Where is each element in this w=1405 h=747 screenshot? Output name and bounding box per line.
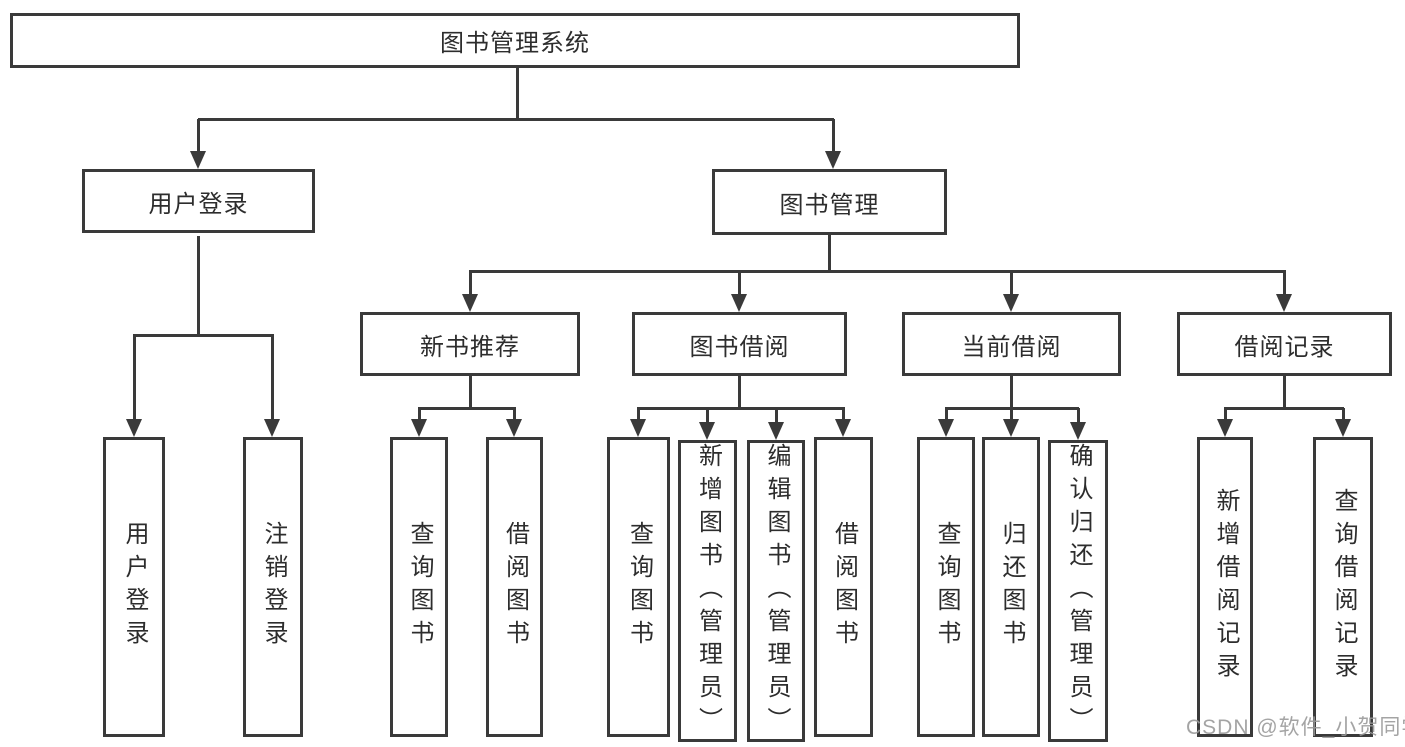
arrow-down-icon [126,419,142,437]
arrow-down-icon [835,419,851,437]
node-label: 注销登录 [260,521,287,653]
arrow-down-icon [938,419,954,437]
leaf-borrow-books-2: 借阅图书 [814,437,873,737]
connector-line [133,333,274,337]
node-label: 图书管理系统 [440,30,590,57]
node-label: 用户登录 [121,521,148,653]
arrow-down-icon [190,151,206,169]
leaf-query-books-2: 查询图书 [607,437,670,737]
connector-line [1223,408,1227,419]
node-user-login: 用户登录 [82,169,315,233]
arrow-down-icon [630,419,646,437]
connector-line [270,335,274,419]
node-label: 用户登录 [148,190,249,218]
node-label: 查询图书 [625,521,653,653]
node-label: 新增图书（管理员） [694,442,722,740]
node-label: 查询图书 [406,521,433,653]
connector-line [774,408,778,422]
leaf-add-borrow-record: 新增借阅记录 [1197,437,1253,737]
node-label: 图书管理 [779,191,880,219]
leaf-user-login: 用户登录 [103,437,165,737]
connector-line [1224,406,1344,410]
connector-line [418,406,516,410]
connector-line [637,406,845,410]
node-label: 确认归还（管理员） [1065,442,1092,740]
arrow-down-icon [825,151,841,169]
connector-line [831,119,835,151]
arrow-down-icon [462,294,478,312]
connector-line [198,117,834,121]
connector-line [196,119,200,151]
leaf-query-books-3: 查询图书 [917,437,975,737]
connector-line [469,269,1286,273]
connector-line [468,271,472,294]
connector-line [737,271,741,294]
arrow-down-icon [506,419,522,437]
node-current-borrow: 当前借阅 [902,312,1121,376]
node-label: 归还图书 [998,521,1025,653]
connector-line [1009,408,1013,419]
arrow-down-icon [731,294,747,312]
connector-line [1009,376,1013,410]
node-label: 编辑图书（管理员） [763,442,790,740]
connector-line [1282,271,1286,294]
connector-line [944,408,948,419]
leaf-logout: 注销登录 [243,437,303,737]
leaf-add-books-admin: 新增图书（管理员） [678,440,737,742]
arrow-down-icon [699,422,715,440]
node-label: 新增借阅记录 [1212,488,1239,686]
arrow-down-icon [264,419,280,437]
node-label: 借阅记录 [1234,333,1335,361]
node-borrow-record: 借阅记录 [1177,312,1392,376]
csdn-watermark: CSDN @软件_小贺同学 [1186,716,1405,739]
connector-line [417,408,421,419]
arrow-down-icon [1003,294,1019,312]
connector-line [1009,271,1013,294]
node-label: 借阅图书 [501,521,529,653]
arrow-down-icon [1276,294,1292,312]
connector-line [132,335,136,419]
connector-line [841,408,845,419]
leaf-return-books: 归还图书 [982,437,1040,737]
node-label: 查询图书 [933,521,960,653]
connector-line [827,235,831,273]
connector-line [636,408,640,419]
leaf-edit-books-admin: 编辑图书（管理员） [747,440,805,742]
connector-line [1076,408,1080,422]
node-label: 新书推荐 [420,333,520,361]
node-label: 借阅图书 [830,521,858,653]
node-new-book-recommend: 新书推荐 [360,312,580,376]
connector-line [468,376,472,410]
arrow-down-icon [1003,419,1019,437]
arrow-down-icon [1070,422,1086,440]
node-book-borrow: 图书借阅 [632,312,847,376]
connector-line [512,408,516,419]
arrow-down-icon [1335,419,1351,437]
connector-line [196,236,200,337]
connector-line [737,376,741,410]
node-label: 当前借阅 [961,333,1062,361]
connector-line [515,68,519,120]
leaf-borrow-books-1: 借阅图书 [486,437,543,737]
node-book-management: 图书管理 [712,169,947,235]
leaf-query-books-1: 查询图书 [390,437,448,737]
leaf-confirm-return-admin: 确认归还（管理员） [1048,440,1108,742]
node-label: 查询借阅记录 [1330,488,1357,686]
leaf-query-borrow-record: 查询借阅记录 [1313,437,1373,737]
arrow-down-icon [1217,419,1233,437]
connector-line [1282,376,1286,410]
arrow-down-icon [768,422,784,440]
connector-line [705,408,709,422]
connector-line [1341,408,1345,419]
node-library-management-system: 图书管理系统 [10,13,1020,68]
arrow-down-icon [411,419,427,437]
node-label: 图书借阅 [689,333,790,361]
